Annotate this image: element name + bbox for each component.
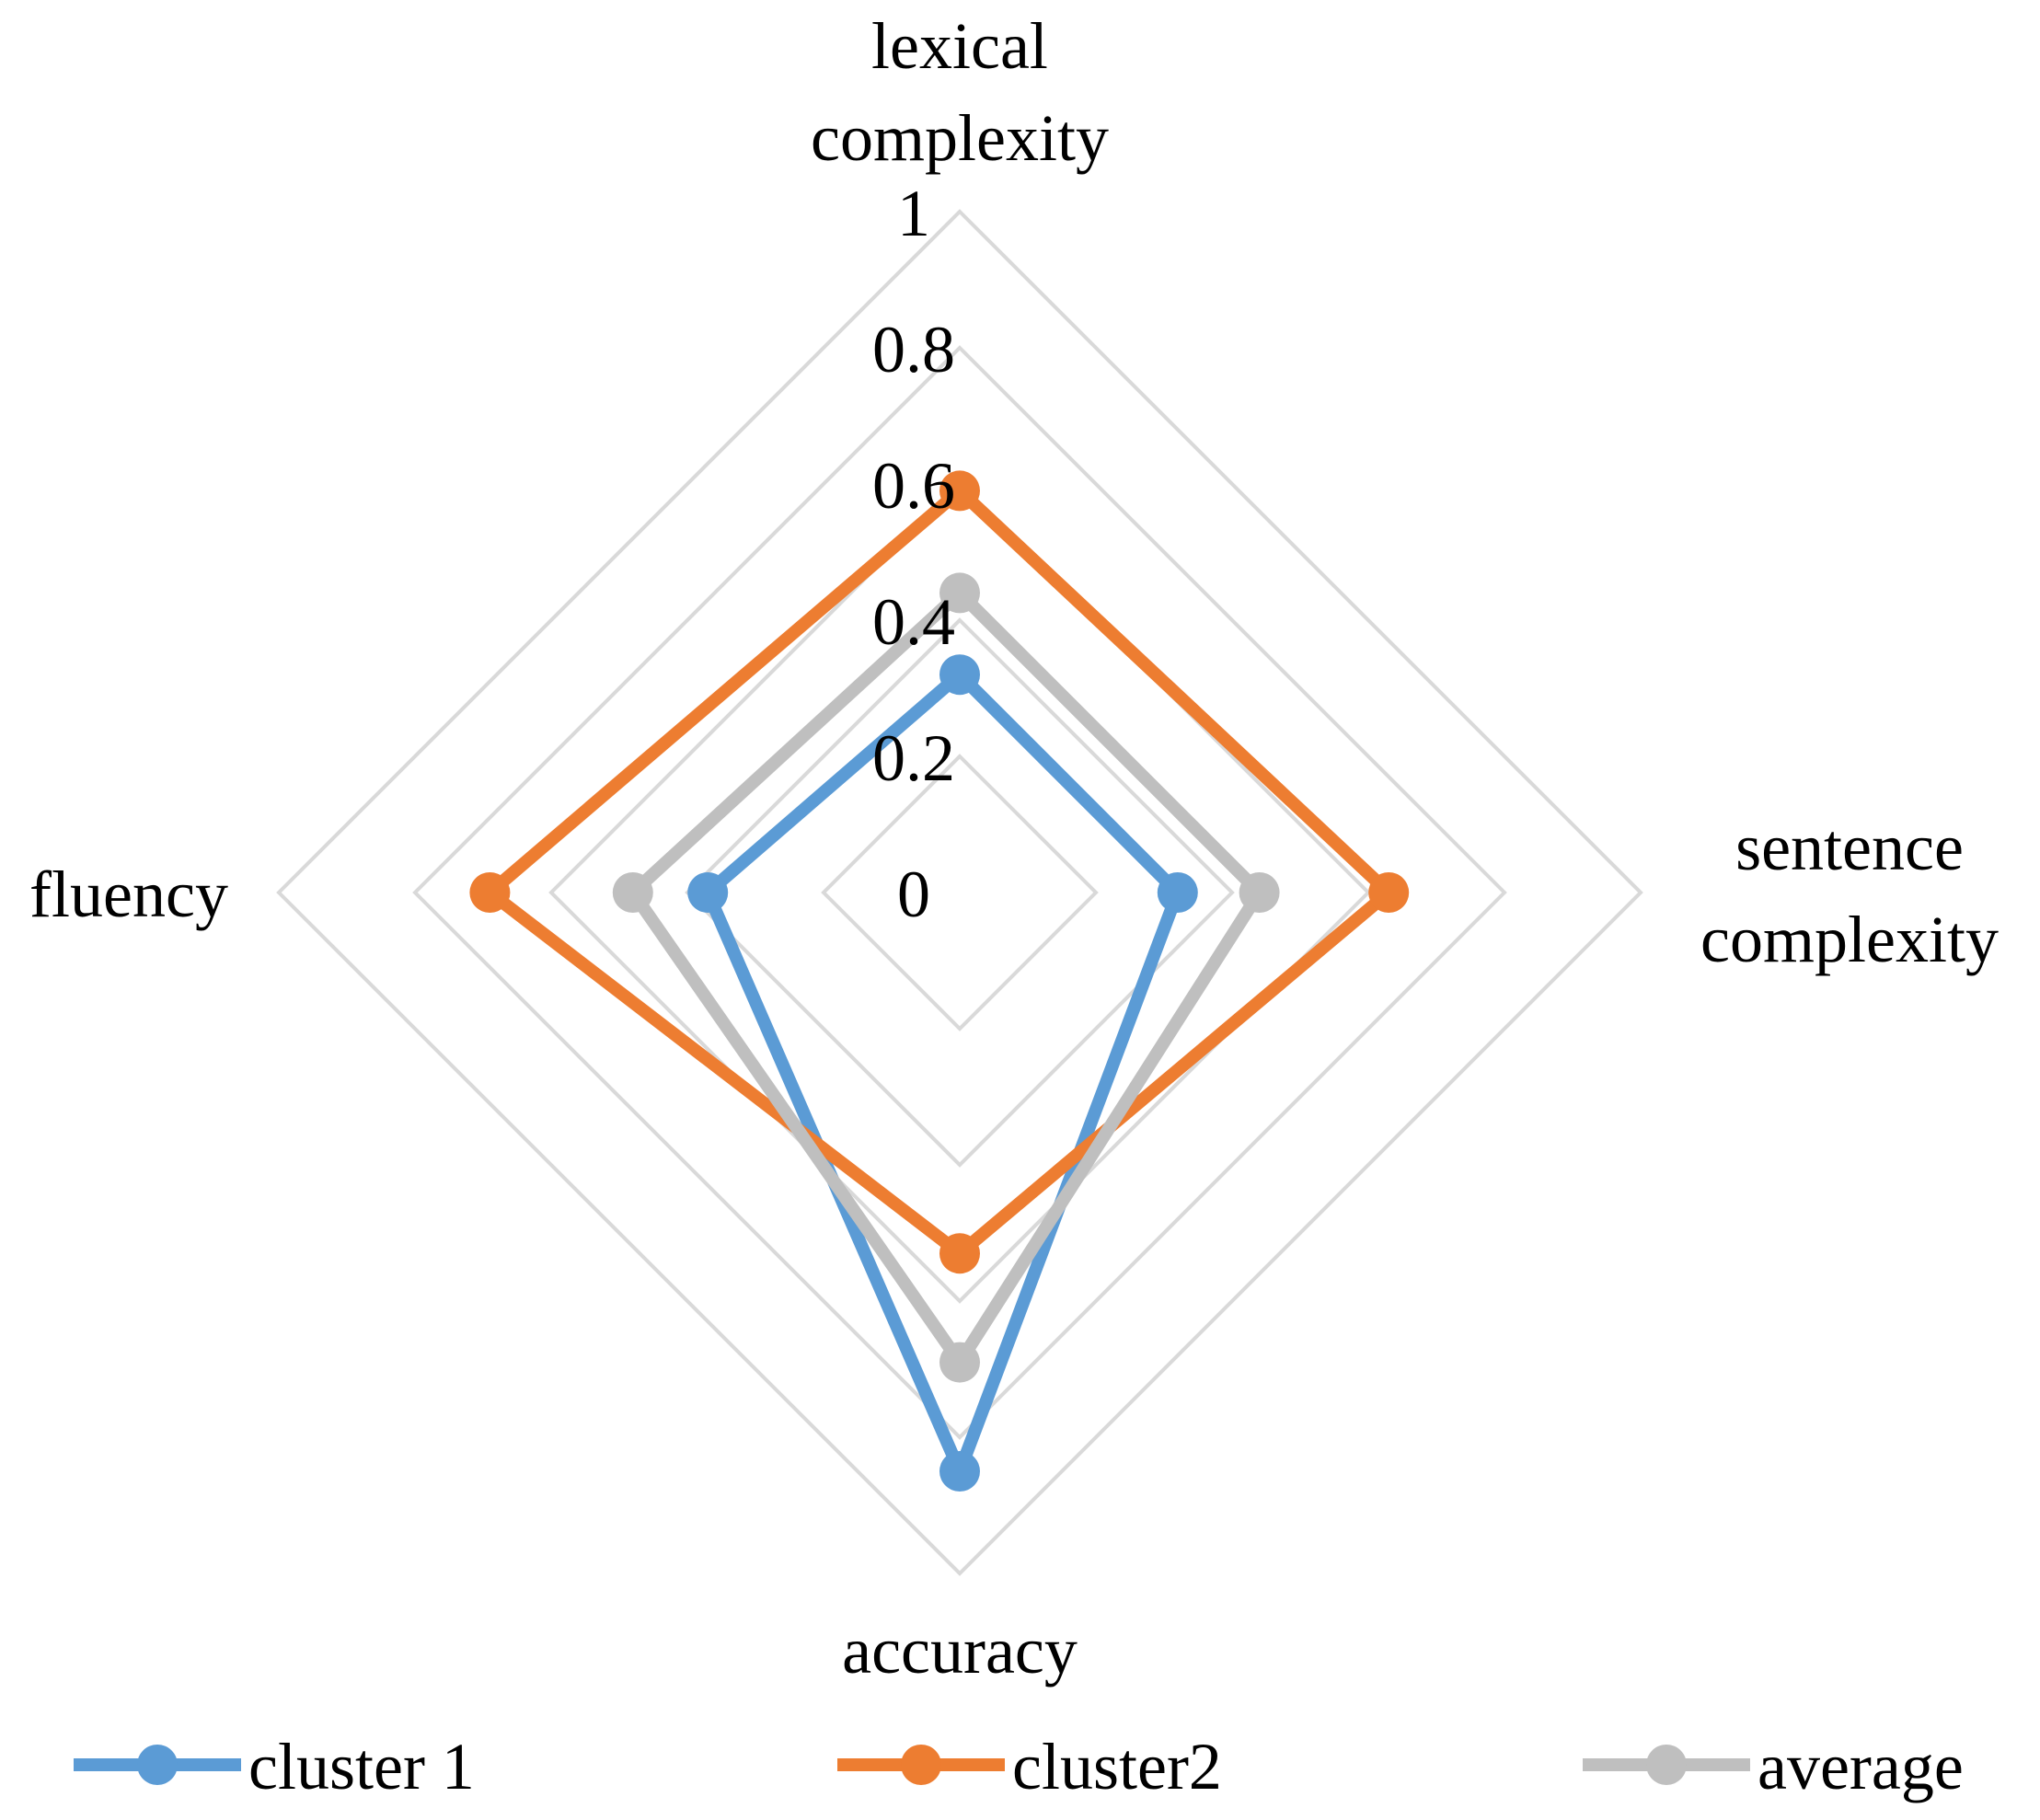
series-layer	[469, 470, 1410, 1492]
series-2-point-1	[1239, 872, 1280, 913]
axis-label-accuracy: accuracy	[842, 1614, 1078, 1688]
legend-label-cluster2: cluster2	[1012, 1730, 1222, 1803]
legend-label-cluster-1: cluster 1	[248, 1730, 475, 1803]
tick-labels: 0 0.2 0.4 0.6 0.8 1	[872, 177, 955, 931]
series-2-point-0	[939, 572, 980, 614]
grid-ring-1	[821, 754, 1099, 1031]
grid-rings	[276, 209, 1643, 1576]
grid-ring-3	[548, 481, 1371, 1304]
grid-ring-5	[276, 209, 1643, 1576]
legend-item-average: average	[1583, 1730, 1964, 1803]
axis-labels: lexical complexity sentence complexity a…	[29, 9, 1999, 1688]
axis-label-sentence-complexity-line1: sentence	[1735, 811, 1964, 884]
axis-label-sentence-complexity-line2: complexity	[1700, 903, 1999, 976]
legend-marker-cluster2	[901, 1745, 941, 1785]
legend-label-average: average	[1758, 1730, 1964, 1803]
series-1-point-2	[939, 1233, 980, 1274]
tick-label-0: 0	[897, 858, 930, 931]
tick-label-3: 0.6	[872, 449, 955, 523]
tick-label-5: 1	[897, 177, 930, 250]
series-2-point-2	[939, 1342, 980, 1383]
tick-label-4: 0.8	[872, 313, 955, 386]
grid-ring-2	[685, 617, 1235, 1168]
legend-marker-average	[1646, 1745, 1687, 1785]
series-0-point-0	[939, 654, 980, 696]
series-1-point-3	[469, 872, 511, 913]
legend-item-cluster2: cluster2	[837, 1730, 1222, 1803]
axis-label-lexical-complexity-line1: lexical	[871, 9, 1048, 83]
legend-item-cluster-1: cluster 1	[74, 1730, 475, 1803]
series-0-point-2	[939, 1451, 980, 1492]
series-0-point-3	[687, 872, 729, 913]
series-2-point-3	[612, 872, 653, 913]
tick-label-2: 0.4	[872, 585, 955, 659]
axis-label-lexical-complexity-line2: complexity	[811, 101, 1109, 175]
legend: cluster 1 cluster2 average	[74, 1730, 1964, 1803]
series-0-point-1	[1157, 872, 1198, 913]
tick-label-1: 0.2	[872, 721, 955, 795]
series-1-point-0	[939, 470, 980, 512]
axis-label-fluency: fluency	[29, 858, 228, 931]
legend-marker-cluster-1	[137, 1745, 178, 1785]
grid-ring-4	[412, 345, 1507, 1440]
series-1-point-1	[1368, 872, 1410, 913]
